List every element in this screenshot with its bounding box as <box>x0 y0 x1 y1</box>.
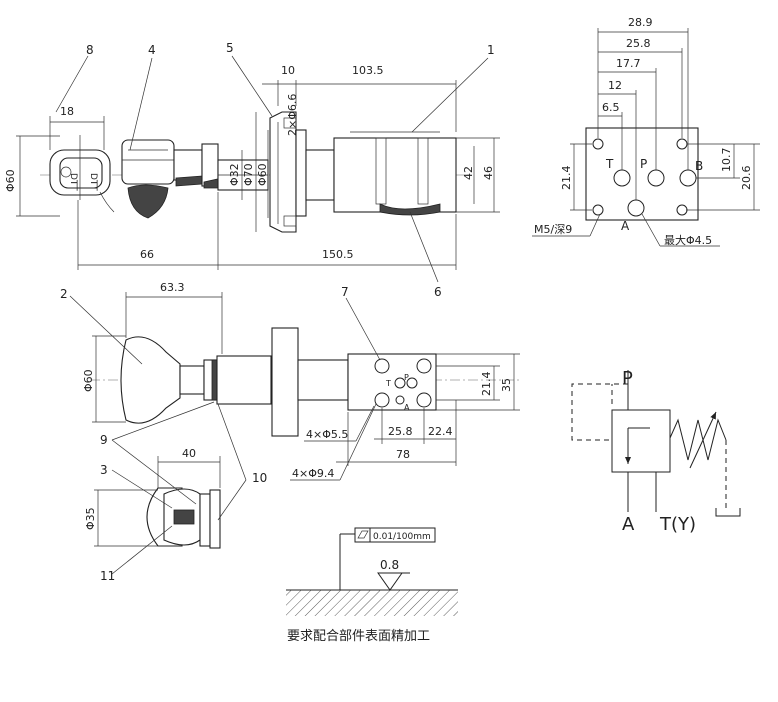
svg-text:DTT: DTT <box>68 173 78 191</box>
callout-2: 2 <box>60 287 68 301</box>
face-port-p: P <box>640 157 647 171</box>
dim-103-5: 103.5 <box>352 64 384 77</box>
dim-side-25-8: 25.8 <box>388 425 413 438</box>
dim-66: 66 <box>140 248 154 261</box>
callout-1: 1 <box>487 43 495 57</box>
lever-handle: DTT DTT <box>49 135 115 213</box>
side-view-ports: T P A <box>374 358 432 412</box>
dim-40: 40 <box>182 447 196 460</box>
top-view: DTT DTT <box>4 41 500 299</box>
dim-2x-phi6-6: 2×Φ6.6 <box>286 94 299 136</box>
side-view: T P A 63.3 Φ60 21.4 35 25.8 22.4 78 4×Φ5… <box>60 281 520 481</box>
dim-150-5: 150.5 <box>322 248 354 261</box>
dim-10-7: 10.7 <box>720 148 733 173</box>
side-port-a: A <box>404 403 410 412</box>
dim-4x-phi5-5: 4×Φ5.5 <box>306 428 348 441</box>
callout-9: 9 <box>100 433 108 447</box>
dim-phi32: Φ32 <box>228 163 241 186</box>
callout-8: 8 <box>86 43 94 57</box>
hydraulic-symbol: P A T(Y) <box>571 368 741 535</box>
face-port-b: B <box>695 159 703 173</box>
callout-3: 3 <box>100 463 108 477</box>
dim-42: 42 <box>462 166 475 180</box>
detent-body <box>121 139 223 219</box>
surface-note: 要求配合部件表面精加工 <box>287 629 430 644</box>
side-port-t: T <box>385 379 391 388</box>
dim-phi70: Φ70 <box>242 163 255 186</box>
thread-label: M5/深9 <box>534 223 572 236</box>
dim-side-22-4: 22.4 <box>428 425 453 438</box>
port-face-view: T P B A 28.9 25.8 17.7 12 6.5 21.4 10.7 … <box>532 16 760 247</box>
dim-12: 12 <box>608 79 622 92</box>
top-view-callouts: 8 4 5 1 6 <box>55 41 495 299</box>
face-port-a: A <box>621 219 630 233</box>
dim-20-6: 20.6 <box>740 166 753 191</box>
dim-side-phi60: Φ60 <box>82 369 95 392</box>
symbol-port-a: A <box>622 514 635 535</box>
dim-side-21-4: 21.4 <box>480 372 493 397</box>
flange <box>269 111 307 233</box>
dim-63-3: 63.3 <box>160 281 185 294</box>
callout-5: 5 <box>226 41 234 55</box>
knob-view: 40 Φ35 9 10 3 11 <box>84 401 267 583</box>
dim-17-7: 17.7 <box>616 57 641 70</box>
callout-11: 11 <box>100 569 115 583</box>
dim-28-9: 28.9 <box>628 16 653 29</box>
dim-phi35: Φ35 <box>84 507 97 530</box>
dim-18: 18 <box>60 105 74 118</box>
dim-4x-phi9-4: 4×Φ9.4 <box>292 467 334 480</box>
dim-face-21-4: 21.4 <box>560 166 573 191</box>
flatness-value: 0.01/100mm <box>373 532 431 542</box>
callout-7: 7 <box>341 285 349 299</box>
side-knob <box>120 336 181 424</box>
max-diameter-label: 最大Φ4.5 <box>664 233 712 247</box>
roughness-value: 0.8 <box>380 558 399 572</box>
dim-46: 46 <box>482 166 495 180</box>
dim-phi60-left: Φ60 <box>4 169 17 192</box>
symbol-port-t: T(Y) <box>659 514 696 535</box>
dim-6-5: 6.5 <box>602 101 620 114</box>
surface-finish: 0.01/100mm 0.8 要求配合部件表面精加工 <box>286 527 458 644</box>
valve-body <box>333 131 457 216</box>
side-port-p: P <box>404 373 409 382</box>
face-port-t: T <box>605 157 614 171</box>
dim-phi60-flange: Φ60 <box>256 163 269 186</box>
callout-10: 10 <box>252 471 267 485</box>
svg-text:DTT: DTT <box>88 173 98 191</box>
dim-10: 10 <box>281 64 295 77</box>
callout-4: 4 <box>148 43 156 57</box>
symbol-port-p: P <box>622 368 633 389</box>
callout-6: 6 <box>434 285 442 299</box>
dim-side-35: 35 <box>500 378 513 392</box>
dim-side-78: 78 <box>396 448 410 461</box>
dim-face-25-8: 25.8 <box>626 37 651 50</box>
top-view-dimensions: 10 103.5 18 Φ60 2×Φ6.6 Φ32 Φ70 Φ60 <box>4 64 500 270</box>
